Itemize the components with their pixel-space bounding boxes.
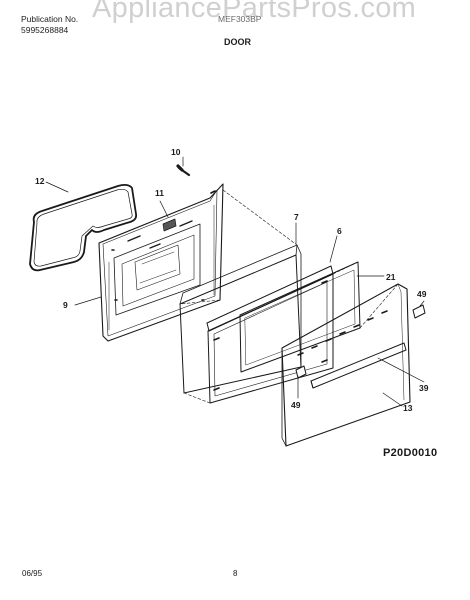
door-handle-part	[310, 342, 407, 389]
inner-door-liner-part	[98, 183, 224, 342]
handle-end-cap-right-part	[412, 304, 426, 319]
door-frame-part	[206, 265, 334, 404]
leader-lines	[45, 156, 425, 407]
callout-label: 21	[386, 272, 396, 282]
callout-label: 12	[35, 176, 45, 186]
callout-label: 6	[337, 226, 342, 236]
screw-part	[176, 164, 191, 177]
diagram-code: P20D0010	[383, 447, 438, 459]
door-gasket-part	[29, 183, 138, 272]
publication-label: Publication No.	[21, 14, 79, 24]
publication-number: 5995268884	[21, 25, 69, 35]
alignment-lines	[179, 189, 399, 404]
model-code: MEF303BP	[218, 14, 262, 24]
callout-label: 7	[294, 212, 299, 222]
section-title: DOOR	[224, 37, 251, 47]
outer-door-panel-part	[281, 283, 411, 447]
handle-end-cap-left-part	[295, 365, 307, 379]
clip-part	[162, 218, 177, 232]
callout-label: 49	[417, 289, 427, 299]
callout-label: 39	[419, 383, 429, 393]
callout-label: 10	[171, 147, 181, 157]
footer-page-number: 8	[233, 569, 238, 578]
callout-label: 9	[63, 300, 68, 310]
callout-label: 11	[155, 188, 164, 198]
callout-label: 49	[291, 400, 301, 410]
callout-label: 13	[403, 403, 413, 413]
footer-date: 06/95	[22, 569, 43, 578]
